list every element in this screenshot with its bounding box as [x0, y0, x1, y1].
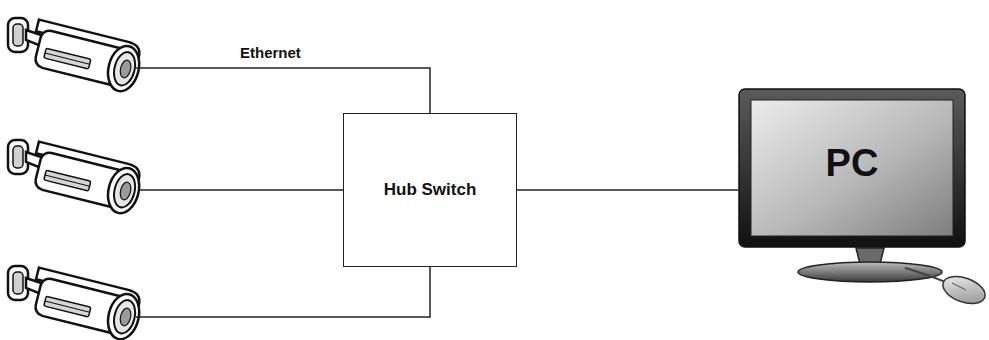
device-label: Hub Switch — [384, 180, 477, 200]
connector-layer — [517, 190, 738, 191]
pc-label: PC — [826, 142, 879, 185]
camera-icons — [8, 18, 145, 340]
camera-icon — [8, 266, 145, 340]
ethernet-wire — [136, 267, 430, 317]
pc-monitor: PC — [738, 88, 966, 248]
switch-box: Hub Switch — [343, 113, 517, 267]
ethernet-wire — [134, 68, 430, 113]
ethernet-wire — [140, 189, 343, 191]
mouse-icon — [905, 268, 989, 309]
monitor-stand — [798, 248, 942, 282]
camera-icon — [8, 18, 145, 94]
cable-label: Ethernet — [238, 44, 303, 61]
camera-icon — [8, 140, 145, 216]
network-link — [517, 189, 738, 191]
